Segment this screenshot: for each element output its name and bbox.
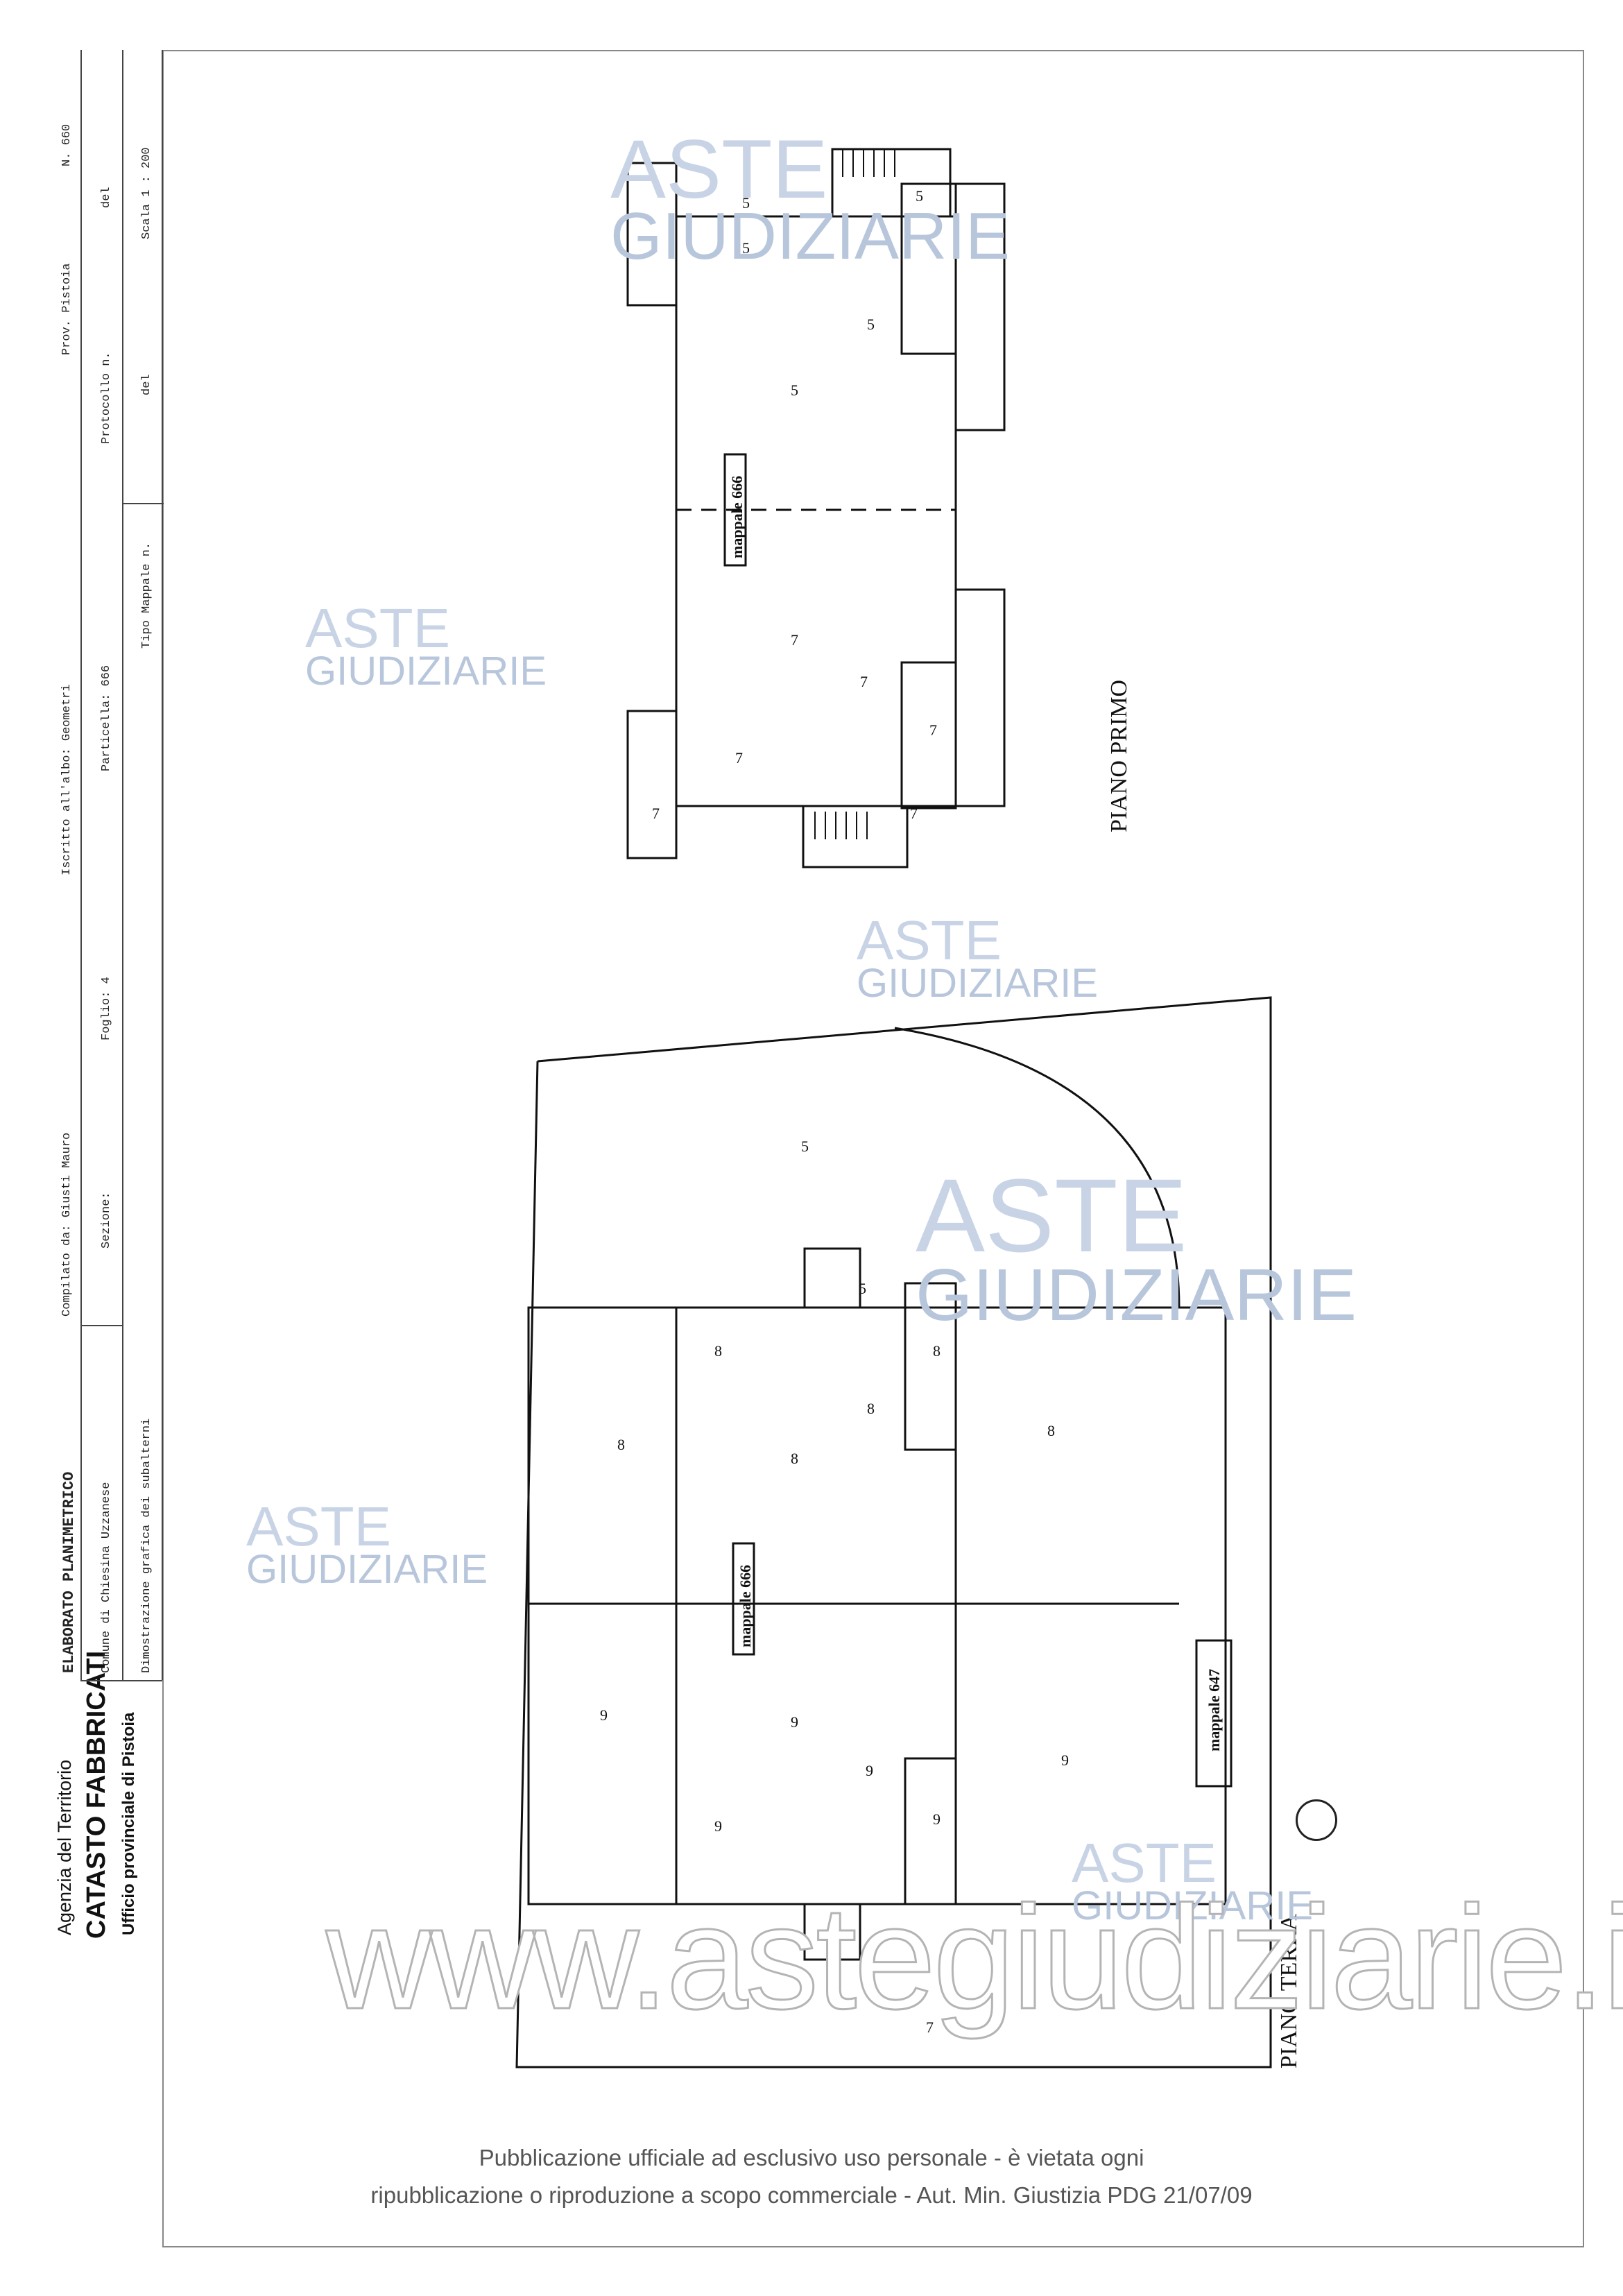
header-line-2 (122, 50, 123, 1680)
first-floor-stair-treads (814, 149, 895, 839)
footer-line-1: Pubblicazione ufficiale ad esclusivo uso… (479, 2145, 1144, 2170)
first-floor-label: PIANO PRIMO (1106, 679, 1132, 832)
ff-unit-7-f: 7 (910, 805, 918, 822)
first-floor-balcony-bottom-right (954, 588, 1006, 807)
gf-unit-9-e: 9 (933, 1810, 941, 1828)
gf-unit-9-b: 9 (791, 1713, 798, 1731)
first-floor-unit-numbers: 5 5 5 5 5 7 7 7 7 7 7 (652, 187, 937, 822)
first-floor-core (675, 215, 957, 807)
ff-unit-5-c: 5 (742, 239, 750, 257)
gf-unit-9-a: 9 (600, 1706, 608, 1724)
first-floor-stair-bottom (802, 805, 909, 868)
ground-floor-stair-bottom (803, 1903, 861, 1961)
first-floor-balcony-bottom-left (626, 710, 678, 859)
gf-unit-5-b: 5 (859, 1280, 866, 1297)
mappale-647-label: mappale 647 (1205, 1668, 1223, 1751)
header-line-1 (80, 50, 82, 1680)
ff-unit-5-a: 5 (742, 194, 750, 212)
mappale-666-first-box (723, 453, 747, 567)
ff-unit-7-c: 7 (929, 721, 937, 739)
gf-unit-8-b: 8 (933, 1342, 941, 1360)
header-sep-b (122, 503, 164, 504)
mappale-666-first-label: mappale 666 (728, 475, 746, 558)
gf-unit-8-e: 8 (791, 1450, 798, 1467)
gf-unit-8-d: 8 (617, 1436, 625, 1453)
mappale-666-ground-box (732, 1542, 755, 1656)
page-border (162, 50, 1584, 2247)
ff-unit-7-a: 7 (791, 631, 798, 649)
gf-unit-9-d: 9 (866, 1762, 873, 1779)
ground-floor-unit-numbers: 5 5 8 8 8 8 8 8 9 9 9 9 9 9 7 (600, 1138, 1069, 2036)
first-floor-niche-top (900, 182, 957, 355)
gf-unit-5-a: 5 (801, 1138, 809, 1155)
header-line-4 (80, 1680, 162, 1681)
mappale-666-ground-label: mappale 666 (737, 1564, 754, 1647)
north-arrow-icon (1296, 1799, 1337, 1841)
header-sep-a (80, 1325, 122, 1326)
ground-floor-stair-top (803, 1247, 861, 1309)
header-line-3 (162, 50, 163, 1680)
gf-unit-9-c: 9 (1061, 1751, 1069, 1769)
ground-floor-building (527, 1306, 1227, 1905)
site-watermark: www.astegiudiziarie.it (325, 1874, 1623, 2041)
gf-unit-8-a: 8 (714, 1342, 722, 1360)
mappale-647-box (1195, 1639, 1233, 1788)
first-floor-balcony-top-left (626, 162, 678, 307)
ground-floor-niche-bottom (904, 1757, 957, 1905)
ff-unit-7-e: 7 (652, 805, 660, 822)
ground-floor-niche-top (904, 1282, 957, 1451)
ff-unit-5-e: 5 (791, 382, 798, 399)
ff-unit-7-d: 7 (735, 749, 743, 766)
ff-unit-5-b: 5 (916, 187, 923, 205)
gf-unit-8-c: 8 (867, 1400, 875, 1417)
gf-unit-8-f: 8 (1047, 1422, 1055, 1439)
first-floor-niche-bottom (900, 661, 957, 809)
ff-unit-7-b: 7 (860, 673, 868, 690)
footer-line-2: ripubblicazione o riproduzione a scopo c… (370, 2182, 1253, 2208)
ground-floor-lot-boundary (515, 996, 1272, 2068)
gf-unit-7: 7 (926, 2019, 934, 2036)
gf-unit-9-f: 9 (714, 1817, 722, 1835)
ground-floor-curved-wall (894, 1027, 1180, 1308)
ff-unit-5-d: 5 (867, 316, 875, 333)
